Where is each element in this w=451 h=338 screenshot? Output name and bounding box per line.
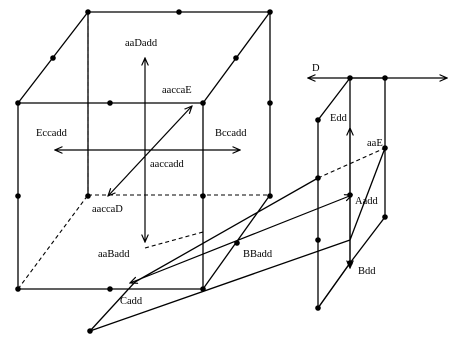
label-BBadd: BBadd <box>243 249 273 260</box>
parallelogram-right-edge <box>349 147 386 241</box>
vertex <box>107 286 113 292</box>
vertices <box>15 9 388 334</box>
arrow-diagonal-large <box>108 106 192 196</box>
vertex <box>382 75 388 81</box>
vertex <box>267 193 273 199</box>
vertex <box>315 237 321 243</box>
vertex <box>15 193 21 199</box>
vertex <box>15 286 21 292</box>
vertex <box>50 55 56 61</box>
vertex <box>347 192 353 198</box>
arrows <box>55 58 447 283</box>
label-aaDadd: aaDadd <box>125 38 158 49</box>
parallelogram-top-edge-hidden <box>144 231 204 249</box>
label-Cadd: Cadd <box>120 296 143 307</box>
label-aaccaD: aaccaD <box>92 204 123 215</box>
cube-hidden-edge-depth <box>17 194 89 290</box>
vertex <box>347 75 353 81</box>
vertex <box>200 100 206 106</box>
vertex <box>315 175 321 181</box>
vertex <box>233 55 239 61</box>
labels: aaDadd aaccaE Eccadd Bccadd aaccadd aacc… <box>36 38 383 307</box>
vertex <box>107 100 113 106</box>
vertex <box>382 214 388 220</box>
vertex <box>85 193 91 199</box>
label-aaE: aaE <box>367 138 383 149</box>
small-box-back-face <box>349 77 386 264</box>
vertex <box>15 100 21 106</box>
vertex <box>176 9 182 15</box>
vertex <box>85 9 91 15</box>
parallelogram-top-edge-visible <box>134 177 319 283</box>
vertex <box>347 260 353 266</box>
label-Aadd: Aadd <box>355 196 378 207</box>
label-aaccadd: aaccadd <box>150 159 185 170</box>
vertex <box>87 328 93 334</box>
label-aaccaE: aaccaE <box>162 85 192 96</box>
vertex <box>234 240 240 246</box>
arrow-slanted-long <box>130 195 352 283</box>
label-D: D <box>312 63 320 74</box>
vertex <box>315 305 321 311</box>
parallelogram-left-edge <box>89 281 136 332</box>
vertex <box>315 117 321 123</box>
vertex <box>200 193 206 199</box>
label-Edd: Edd <box>330 113 348 124</box>
vertex <box>200 286 206 292</box>
label-Eccadd: Eccadd <box>36 128 68 139</box>
vertex <box>382 145 388 151</box>
label-aaBadd: aaBadd <box>98 249 130 260</box>
label-Bccadd: Bccadd <box>215 128 247 139</box>
small-box-back-edge <box>317 262 351 309</box>
vertex <box>267 100 273 106</box>
label-Bdd: Bdd <box>358 266 376 277</box>
vertex <box>267 9 273 15</box>
